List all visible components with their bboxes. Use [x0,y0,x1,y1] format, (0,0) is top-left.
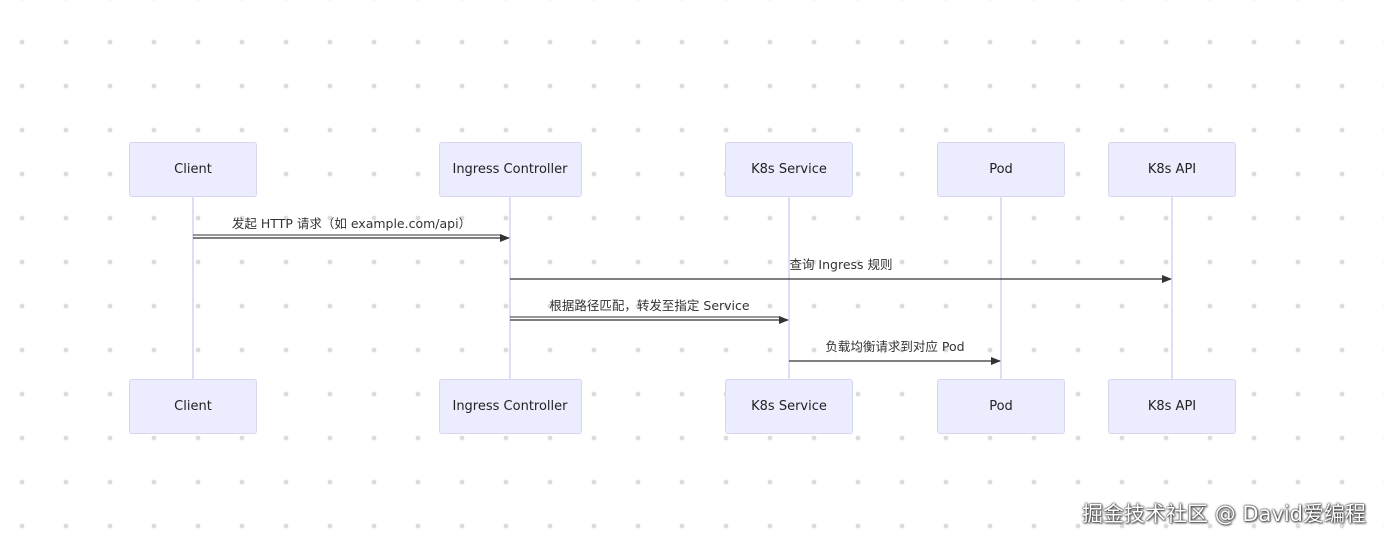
message-label-3: 根据路径匹配，转发至指定 Service [549,298,750,313]
actor-pod-bottom: Pod [937,379,1065,434]
actor-api-bottom: K8s API [1108,379,1236,434]
actor-api-top: K8s API [1108,142,1236,197]
message-arrow-3 [510,316,789,324]
actor-pod-top: Pod [937,142,1065,197]
actor-service-top: K8s Service [725,142,853,197]
actor-client-top: Client [129,142,257,197]
message-label-4: 负载均衡请求到对应 Pod [825,339,965,354]
message-label-1: 发起 HTTP 请求（如 example.com/api） [231,216,472,231]
message-label-2: 查询 Ingress 规则 [789,257,893,272]
actor-ingress-top: Ingress Controller [438,142,582,197]
message-arrow-1 [193,234,510,242]
actor-ingress-bottom: Ingress Controller [438,379,582,434]
actor-client-bottom: Client [129,379,257,434]
actor-service-bottom: K8s Service [725,379,853,434]
watermark: 掘金技术社区 @ David爱编程 [1082,502,1366,526]
